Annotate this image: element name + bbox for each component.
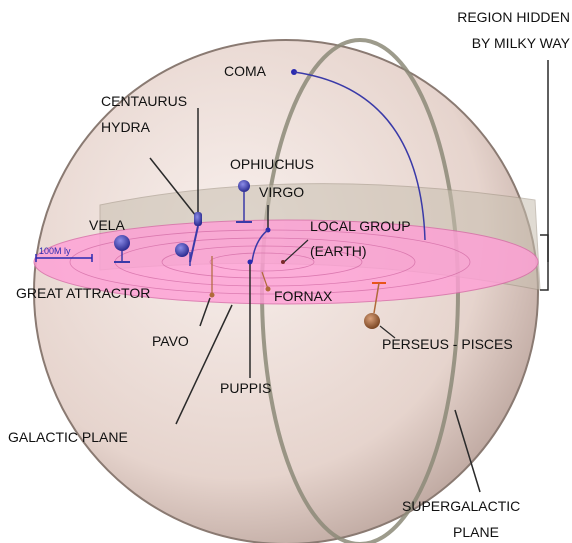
region-hidden-label-2: BY MILKY WAY — [472, 35, 571, 51]
coma-label: COMA — [224, 63, 267, 79]
region-hidden-label-1: REGION HIDDEN — [457, 9, 570, 25]
virgo-label: VIRGO — [259, 184, 304, 200]
galactic-plane-label: GALACTIC PLANE — [8, 429, 128, 445]
pavo-label: PAVO — [152, 333, 189, 349]
perseus-pisces-label: PERSEUS - PISCES — [382, 336, 513, 352]
local-group-marker — [281, 260, 285, 264]
ophiuchus-label: OPHIUCHUS — [230, 156, 314, 172]
great-attractor-cluster — [175, 243, 189, 257]
perseus-pisces-cluster — [364, 313, 380, 329]
vela-cluster — [114, 235, 130, 251]
fornax-label: FORNAX — [274, 288, 333, 304]
puppis-marker — [248, 260, 253, 265]
scale-label: 100M ly — [39, 246, 71, 256]
puppis-label: PUPPIS — [220, 380, 271, 396]
great-attractor-label: GREAT ATTRACTOR — [16, 285, 150, 301]
vela-label: VELA — [89, 217, 125, 233]
centaurus-label: CENTAURUS — [101, 93, 187, 109]
hydra-label: HYDRA — [101, 119, 151, 135]
supergalactic-label-2: PLANE — [453, 524, 499, 540]
region-hidden-bracket — [540, 235, 548, 290]
local-group-label-1: LOCAL GROUP — [310, 218, 411, 234]
local-group-label-2: (EARTH) — [310, 243, 367, 259]
ophiuchus-cluster — [238, 180, 250, 192]
centaurus-cluster — [194, 212, 202, 226]
supergalactic-label-1: SUPERGALACTIC — [402, 498, 520, 514]
